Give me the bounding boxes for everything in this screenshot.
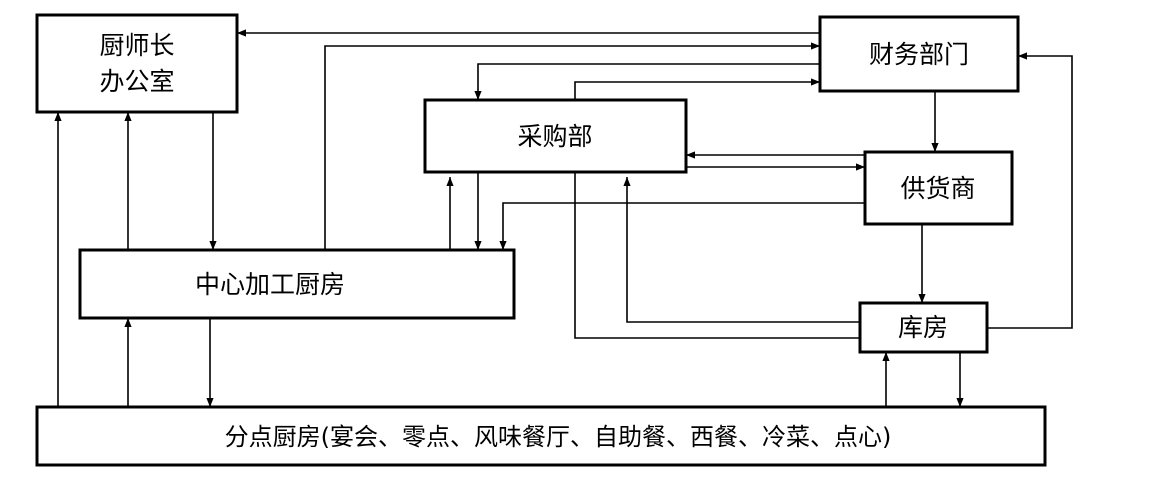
node-central-kitchen: 中心加工厨房 <box>78 248 516 320</box>
chef-office-label-line1: 厨师长 <box>99 31 174 60</box>
arrow-warehouse-loop-to-finance <box>987 52 1073 329</box>
node-finance: 财务部门 <box>818 15 1020 93</box>
chef-office-label-line2: 办公室 <box>99 67 174 96</box>
node-warehouse: 库房 <box>858 301 989 354</box>
branch-kitchens-label: 分点厨房(宴会、零点、风味餐厅、自助餐、西餐、冷菜、点心) <box>225 423 892 451</box>
arrow-warehouse-to-purchasing <box>623 177 860 323</box>
node-branch-kitchens: 分点厨房(宴会、零点、风味餐厅、自助餐、西餐、冷菜、点心) <box>35 405 1047 467</box>
node-chef-office: 厨师长 办公室 <box>35 13 239 114</box>
node-purchasing: 采购部 <box>423 98 688 174</box>
supplier-label: 供货商 <box>900 174 975 203</box>
arrow-central-kitchen-to-finance <box>324 42 820 250</box>
warehouse-label: 库房 <box>898 313 948 342</box>
purchasing-label: 采购部 <box>517 122 592 151</box>
central-kitchen-label: 中心加工厨房 <box>195 270 345 299</box>
node-supplier: 供货商 <box>863 150 1014 226</box>
arrow-supplier-to-central-kitchen <box>499 202 865 250</box>
arrow-finance-to-purchasing <box>474 63 820 100</box>
finance-label: 财务部门 <box>869 40 969 69</box>
arrow-warehouse-to-finance <box>574 78 860 339</box>
